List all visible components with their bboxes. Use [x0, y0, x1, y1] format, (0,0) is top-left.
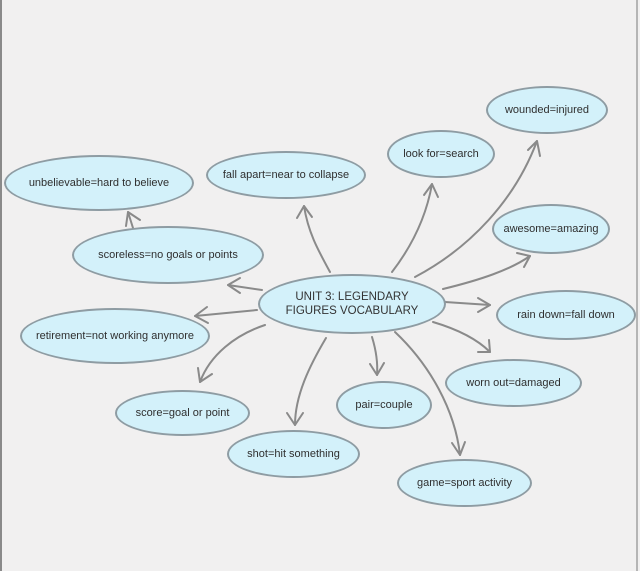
node-label: worn out=damaged: [466, 377, 561, 389]
node-label: unbelievable=hard to believe: [28, 177, 170, 189]
node-pair: pair=couple: [336, 381, 432, 429]
node-label: shot=hit something: [247, 448, 340, 460]
node-score: score=goal or point: [115, 390, 250, 436]
node-label: score=goal or point: [135, 407, 230, 419]
node-rain-down: rain down=fall down: [496, 290, 636, 340]
node-label: look for=search: [403, 148, 479, 160]
node-center: UNIT 3: LEGENDARY FIGURES VOCABULARY: [258, 274, 446, 334]
node-label: wounded=injured: [504, 104, 590, 116]
node-label: game=sport activity: [416, 477, 513, 489]
node-label: retirement=not working anymore: [35, 330, 195, 342]
node-game: game=sport activity: [397, 459, 532, 507]
center-label: UNIT 3: LEGENDARY FIGURES VOCABULARY: [285, 291, 419, 317]
node-label: rain down=fall down: [517, 309, 615, 321]
node-wounded: wounded=injured: [486, 86, 608, 134]
node-awesome: awesome=amazing: [492, 204, 610, 254]
node-worn-out: worn out=damaged: [445, 359, 582, 407]
node-scoreless: scoreless=no goals or points: [72, 226, 264, 284]
node-fall-apart: fall apart=near to collapse: [206, 151, 366, 199]
node-label: fall apart=near to collapse: [222, 169, 350, 181]
node-unbelievable: unbelievable=hard to believe: [4, 155, 194, 211]
node-label: awesome=amazing: [503, 223, 599, 235]
node-shot: shot=hit something: [227, 430, 360, 478]
node-label: pair=couple: [355, 399, 413, 411]
node-retirement: retirement=not working anymore: [20, 308, 210, 364]
node-look-for: look for=search: [387, 130, 495, 178]
node-label: scoreless=no goals or points: [98, 249, 238, 261]
